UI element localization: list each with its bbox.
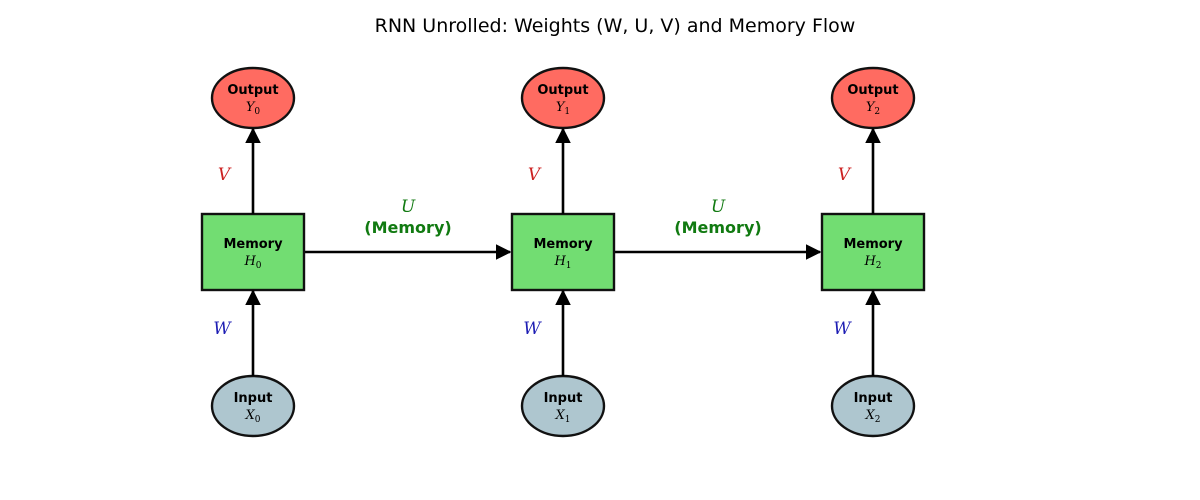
u-weight-label-1: U — [711, 197, 726, 217]
input-node-1-label: Input — [544, 391, 583, 406]
output-node-2-symbol: Y2 — [866, 100, 880, 117]
u-memory-caption-0: (Memory) — [364, 218, 451, 237]
input-node-2-symbol-letter: X — [865, 408, 876, 423]
input-node-2-symbol-subscript: 2 — [875, 415, 881, 425]
output-node-2-label: Output — [847, 83, 898, 98]
input-node-2-symbol: X2 — [865, 408, 881, 425]
output-node-0-symbol-letter: Y — [246, 100, 256, 115]
output-node-0 — [210, 66, 296, 130]
v-weight-label-0: V — [218, 165, 232, 185]
memory-node-0-label: Memory — [223, 237, 283, 252]
memory-node-1-symbol: H1 — [553, 254, 571, 271]
memory-node-1 — [510, 212, 616, 292]
memory-node-1-symbol-subscript: 1 — [566, 261, 572, 271]
input-node-2 — [830, 374, 916, 438]
output-node-2-symbol-subscript: 2 — [874, 107, 880, 117]
memory-node-2 — [820, 212, 926, 292]
output-node-0-symbol-subscript: 0 — [254, 107, 260, 117]
u-weight-label-0: U — [401, 197, 416, 217]
input-node-0-symbol-subscript: 0 — [255, 415, 261, 425]
output-node-1 — [520, 66, 606, 130]
v-weight-label-2: V — [838, 165, 852, 185]
input-node-1-symbol-subscript: 1 — [565, 415, 571, 425]
output-node-2 — [830, 66, 916, 130]
output-node-2-symbol-letter: Y — [866, 100, 876, 115]
memory-node-1-symbol-letter: H — [553, 254, 566, 269]
output-node-1-label: Output — [537, 83, 588, 98]
w-weight-label-0: W — [213, 319, 232, 339]
memory-node-2-symbol: H2 — [863, 254, 881, 271]
u-memory-caption-1: (Memory) — [674, 218, 761, 237]
v-weight-label-1: V — [528, 165, 542, 185]
diagram-content: U(Memory)U(Memory)VWOutputY0MemoryH0Inpu… — [200, 66, 926, 438]
output-node-0-label: Output — [227, 83, 278, 98]
input-node-2-label: Input — [854, 391, 893, 406]
output-node-1-symbol: Y1 — [556, 100, 570, 117]
input-node-1-symbol: X1 — [555, 408, 571, 425]
diagram-title: RNN Unrolled: Weights (W, U, V) and Memo… — [375, 15, 856, 37]
w-weight-label-2: W — [833, 319, 852, 339]
input-node-0-label: Input — [234, 391, 273, 406]
memory-node-2-symbol-letter: H — [863, 254, 876, 269]
memory-node-1-label: Memory — [533, 237, 593, 252]
input-node-0-symbol-letter: X — [245, 408, 256, 423]
memory-node-2-label: Memory — [843, 237, 903, 252]
output-node-1-symbol-letter: Y — [556, 100, 566, 115]
memory-node-0-symbol-letter: H — [243, 254, 256, 269]
memory-node-0-symbol-subscript: 0 — [256, 261, 262, 271]
output-node-1-symbol-subscript: 1 — [564, 107, 570, 117]
memory-node-0 — [200, 212, 306, 292]
output-node-0-symbol: Y0 — [246, 100, 261, 117]
w-weight-label-1: W — [523, 319, 542, 339]
input-node-0 — [210, 374, 296, 438]
input-node-0-symbol: X0 — [245, 408, 261, 425]
memory-node-0-symbol: H0 — [243, 254, 261, 271]
memory-node-2-symbol-subscript: 2 — [876, 261, 882, 271]
input-node-1-symbol-letter: X — [555, 408, 566, 423]
input-node-1 — [520, 374, 606, 438]
